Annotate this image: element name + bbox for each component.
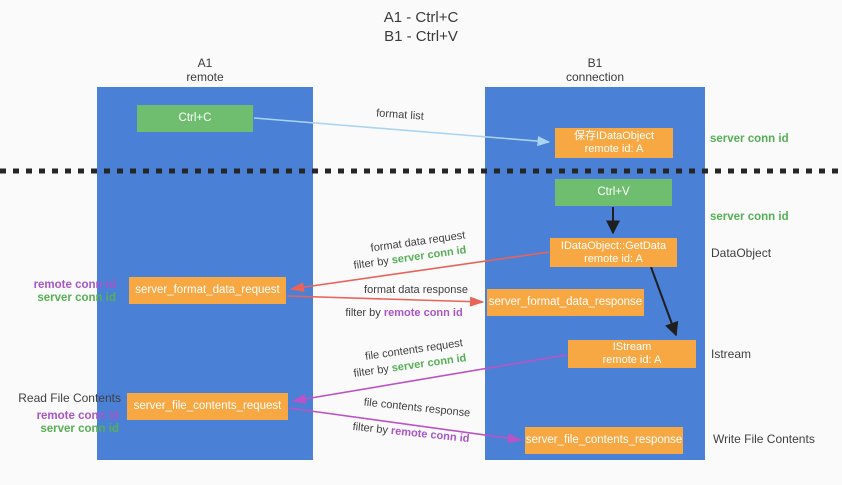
- istream-line2: remote id: A: [602, 354, 662, 366]
- format-list-arrow: [253, 117, 551, 147]
- title-line-2: B1 - Ctrl+V: [384, 28, 458, 45]
- column-b1-name: connection: [565, 70, 625, 84]
- node-idataobject-getdata: IDataObject::GetData remote id: A: [550, 238, 677, 267]
- remote-conn-id-text: remote conn id: [383, 307, 463, 319]
- getdata-line2: remote id: A: [584, 252, 643, 265]
- conn-id-pair-lower: remote conn id server conn id: [0, 410, 119, 436]
- column-header-a1: A1 remote: [97, 56, 313, 84]
- istream-side-label: Istream: [711, 347, 752, 361]
- save-idataobject-line1: 保存IDataObject: [573, 130, 655, 142]
- column-b1-id: B1: [587, 56, 603, 70]
- node-server-format-data-request: server_format_data_request: [129, 277, 286, 304]
- server-conn-id-side: server conn id: [37, 292, 116, 304]
- save-idataobject-line2: remote id: A: [584, 143, 644, 155]
- server-file-contents-request-label: server_file_contents_request: [133, 400, 282, 412]
- getdata-to-istream-arrow: [650, 266, 679, 337]
- column-a1-id: A1: [197, 56, 213, 70]
- ctrl-c-label: Ctrl+C: [178, 112, 212, 124]
- remote-conn-id-side: remote conn id: [33, 279, 116, 291]
- dataobject-side-label: DataObject: [711, 246, 772, 260]
- filter-by-remote-conn-id-label-1: filter by remote conn id: [339, 307, 469, 319]
- file-contents-response-arrow: [288, 407, 523, 444]
- ctrl-v-label: Ctrl+V: [597, 186, 630, 198]
- node-ctrl-c: Ctrl+C: [137, 105, 253, 132]
- server-conn-id-side-mid: server conn id: [710, 211, 789, 223]
- server-conn-id-side-top: server conn id: [710, 133, 789, 145]
- server-format-data-request-label: server_format_data_request: [135, 284, 280, 296]
- server-conn-id-side: server conn id: [40, 423, 119, 435]
- getdata-line1: IDataObject::GetData: [560, 239, 667, 252]
- node-ctrl-v: Ctrl+V: [555, 179, 672, 206]
- read-file-contents-label: Read File Contents: [18, 391, 121, 405]
- write-file-contents-label: Write File Contents: [713, 432, 815, 446]
- format-data-response-label: format data response: [364, 284, 468, 296]
- conn-id-pair-upper: remote conn id server conn id: [0, 279, 116, 305]
- node-istream: IStream remote id: A: [568, 340, 696, 368]
- format-data-request-arrow: [289, 251, 550, 293]
- server-format-data-response-label: server_format_data_response: [488, 296, 643, 308]
- remote-conn-id-side: remote conn id: [36, 410, 119, 422]
- server-file-contents-response-label: server_file_contents_response: [525, 434, 683, 446]
- diagram-title: A1 - Ctrl+C B1 - Ctrl+V: [0, 8, 842, 46]
- column-a1-name: remote: [186, 70, 224, 84]
- node-server-file-contents-response: server_file_contents_response: [525, 427, 683, 454]
- node-save-idataobject: 保存IDataObject remote id: A: [555, 128, 673, 158]
- title-line-1: A1 - Ctrl+C: [383, 9, 459, 26]
- node-server-file-contents-request: server_file_contents_request: [127, 393, 288, 420]
- filter-by-text: filter by: [345, 307, 381, 319]
- format-data-response-arrow: [286, 295, 485, 307]
- column-header-b1: B1 connection: [485, 56, 705, 84]
- file-contents-request-arrow: [291, 354, 567, 404]
- istream-line1: IStream: [612, 341, 652, 353]
- node-server-format-data-response: server_format_data_response: [487, 289, 644, 316]
